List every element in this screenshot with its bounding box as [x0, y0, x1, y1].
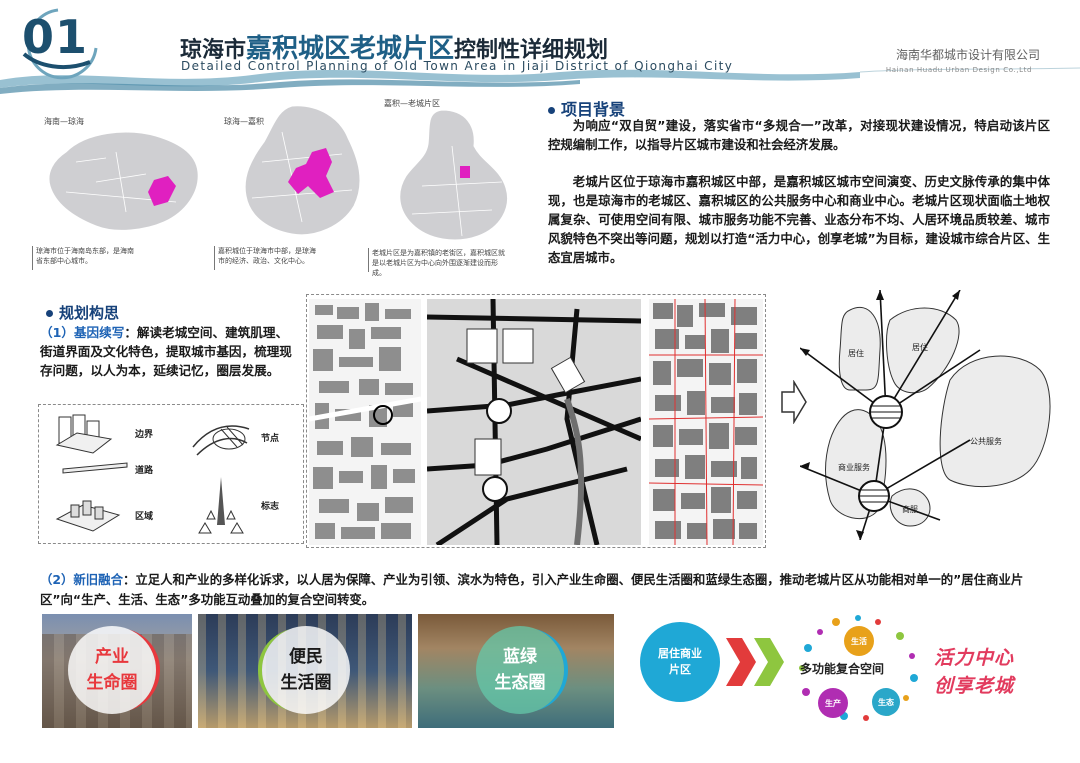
concept-p1-text: ：解读老城空间、建筑肌理、街道界面及文化特色，提取城市基因，梳理现存问题，以人为…: [40, 325, 292, 378]
diagram-label-public-service: 公共服务: [970, 436, 1002, 446]
flow-source-line2: 片区: [669, 663, 691, 676]
background-paragraph-2: 老城片区位于琼海市嘉积城区中部，是嘉积城区城市空间演变、历史文脉传承的集中体现，…: [548, 174, 1050, 265]
qionghai-map: [244, 105, 361, 236]
industry-circle-line2: 生命圈: [86, 673, 138, 693]
concept-p2-text: ：立足人和产业的多样化诉求，以人居为保障、产业为引领、滨水为特色，引入产业生命圈…: [40, 572, 1024, 607]
background-paragraph-1: 为响应“双自贸”建设，落实省市“多规合一”改革，对接现状建设情况，特启动该片区控…: [548, 118, 1050, 152]
page-title: 琼海市嘉积城区老城片区控制性详细规划: [180, 28, 608, 65]
convenience-circle-line1: 便民: [289, 647, 323, 667]
map-label-qionghai: 琼海—嘉积: [224, 117, 264, 126]
title-city: 琼海市: [180, 38, 247, 63]
concept-title: 规划构思: [59, 304, 120, 322]
slogan-line1: 活力中心: [934, 647, 1015, 669]
arrow-right-icon: [781, 380, 807, 424]
icon-label-node: 节点: [261, 434, 280, 444]
boundary-icon: [55, 414, 113, 454]
project-background-heading: 项目背景: [548, 96, 625, 120]
slogan: 活力中心 创享老城: [934, 644, 1014, 700]
node-icon: [192, 425, 250, 456]
industry-photo: 产业 生命圈: [42, 614, 192, 728]
map-note-jiaji: 老城片区是为嘉积镇的老街区，嘉积城区就是以老城片区为中心向外围逐渐建设而形成。: [372, 249, 505, 277]
convenience-circle: 便民 生活圈: [262, 626, 350, 714]
wave-decoration: [0, 67, 1080, 94]
diagram-label-business: 商服: [902, 504, 918, 514]
hainan-map: [48, 131, 199, 231]
street-grid-map: [649, 299, 763, 545]
title-plan: 控制性详细规划: [454, 38, 609, 63]
jiaji-map: [399, 109, 508, 241]
section-number: 01: [22, 10, 89, 64]
diagram-label-residential-1: 居住: [848, 348, 864, 358]
icon-label-landmark: 标志: [261, 502, 280, 512]
map-note-hainan: 琼海市位于海南岛东部，是海南省东部中心城市。: [36, 247, 134, 265]
ecology-photo: 蓝绿 生态圈: [418, 614, 614, 728]
functional-structure-diagram: 居住 居住 公共服务 商业服务 商服: [800, 290, 1051, 540]
company-name-en: Hainan Huadu Urban Design Co.,Ltd: [885, 66, 1032, 74]
industry-circle: 产业 生命圈: [68, 626, 156, 714]
icon-label-road: 道路: [135, 466, 154, 476]
ecology-circle-line1: 蓝绿: [503, 647, 537, 667]
diagram-label-commercial: 商业服务: [838, 462, 870, 472]
city-image-elements: 边界 节点 道路 区域 标志: [38, 404, 304, 544]
icon-label-district: 区域: [135, 512, 154, 522]
chevron-right-icon: [726, 638, 784, 686]
bubble-production: 生产: [818, 688, 848, 718]
flow-source-line1: 居住商业: [658, 647, 702, 660]
convenience-photo: 便民 生活圈: [198, 614, 412, 728]
ecology-circle-line2: 生态圈: [494, 673, 546, 693]
concept-p1-label: （1）基因续写: [40, 325, 125, 340]
residential-commercial-circle: 居住商业 片区: [640, 622, 720, 702]
concept-paragraph-1: （1）基因续写：解读老城空间、建筑肌理、街道界面及文化特色，提取城市基因，梳理现…: [40, 323, 298, 380]
page-subtitle: Detailed Control Planning of Old Town Ar…: [181, 59, 734, 73]
concept-heading: 规划构思: [46, 302, 119, 323]
slogan-line2: 创享老城: [934, 675, 1015, 697]
ecology-circle: 蓝绿 生态圈: [476, 626, 564, 714]
map-label-hainan: 海南—琼海: [44, 117, 84, 126]
road-structure-map: [427, 299, 641, 545]
map-note-qionghai: 嘉积城位于琼海市中部，是琼海市的经济、政治、文化中心。: [218, 247, 316, 265]
building-fabric-map: [309, 299, 421, 545]
diagram-label-residential-2: 居住: [912, 342, 928, 352]
icon-label-boundary: 边界: [135, 430, 154, 440]
number-ring: [22, 8, 98, 80]
bullet-icon: [46, 310, 53, 317]
location-maps: 海南—琼海 琼海市位于海南岛东部，是海南省东部中心城市。 琼海—嘉积 嘉积城位于…: [28, 98, 538, 277]
concept-paragraph-2: （2）新旧融合：立足人和产业的多样化诉求，以人居为保障、产业为引领、滨水为特色，…: [40, 570, 1050, 610]
concept-p2-label: （2）新旧融合: [40, 572, 123, 587]
bubble-ecology: 生态: [872, 688, 900, 716]
project-background-title: 项目背景: [561, 100, 626, 119]
page-header: 01 琼海市嘉积城区老城片区控制性详细规划 Detailed Control P…: [0, 0, 1080, 94]
bubble-life: 生活: [844, 626, 874, 656]
map-label-jiaji: 嘉积—老城片区: [384, 99, 440, 108]
bullet-icon: [548, 107, 555, 114]
company-name: 海南华都城市设计有限公司: [895, 48, 1040, 62]
district-icon: [55, 500, 121, 532]
landmark-icon: [198, 477, 244, 534]
multi-function-label: 多功能复合空间: [800, 662, 885, 676]
convenience-circle-line2: 生活圈: [280, 673, 332, 693]
road-icon: [62, 462, 128, 474]
industry-circle-line1: 产业: [95, 647, 129, 667]
title-area: 嘉积城区老城片区: [246, 34, 455, 64]
analysis-maps: [306, 294, 766, 548]
